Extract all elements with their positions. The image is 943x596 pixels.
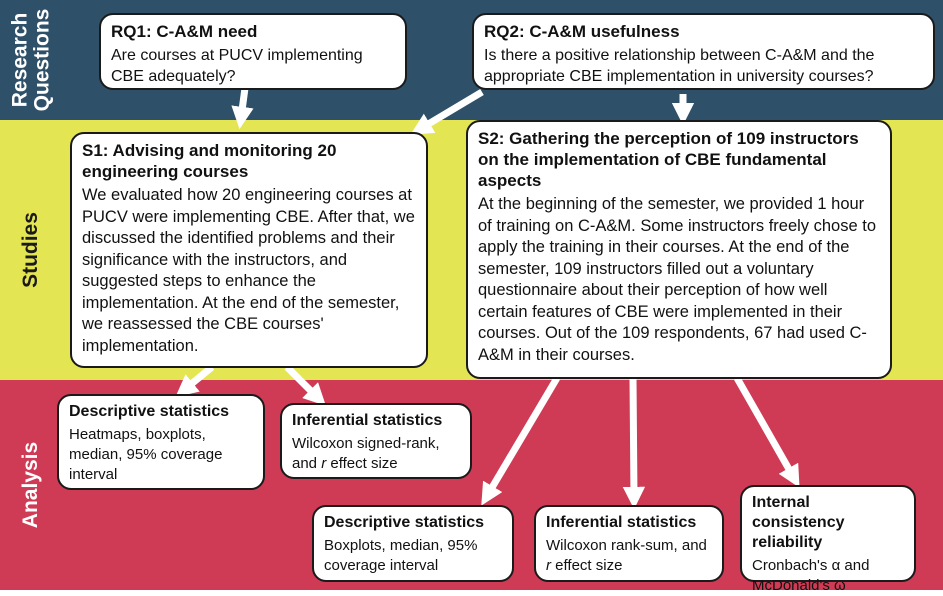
rq1-text: Are courses at PUCV implementing CBE ade… — [111, 47, 363, 85]
arrow-s1-to-a1 — [175, 364, 215, 398]
s2-title: S2: Gathering the perception of 109 inst… — [478, 129, 859, 190]
a3-text: Boxplots, median, 95% coverage interval — [324, 537, 478, 574]
a3-title: Descriptive statistics — [324, 514, 485, 531]
a4-title: Inferential statistics — [546, 514, 697, 531]
s1-text: We evaluated how 20 engineering courses … — [82, 186, 415, 355]
rq1-box: RQ1: C-A&M need Are courses at PUCV impl… — [99, 13, 407, 90]
s2-box: S2: Gathering the perception of 109 inst… — [466, 120, 892, 379]
a2-text: Wilcoxon signed-rank, and r effect size — [292, 434, 460, 474]
rq2-title: RQ2: C-A&M usefulness — [484, 22, 680, 41]
a4-inferential-statistics-box: Inferential statistics Wilcoxon rank-sum… — [534, 505, 724, 582]
arrow-s2-to-a3 — [481, 376, 561, 506]
a1-text: Heatmaps, boxplots, median, 95% coverage… — [69, 426, 223, 483]
arrow-rq1-to-s1 — [231, 87, 254, 130]
a5-text: Cronbach's α and McDonald's ω — [752, 557, 870, 594]
a5-title: Internal consistency reliability — [752, 494, 845, 551]
rq2-box: RQ2: C-A&M usefulness Is there a positiv… — [472, 13, 935, 90]
arrow-s1-to-a2 — [284, 364, 326, 406]
a3-descriptive-statistics-box: Descriptive statistics Boxplots, median,… — [312, 505, 514, 582]
rq1-title: RQ1: C-A&M need — [111, 22, 258, 41]
arrow-s2-to-a4 — [622, 377, 646, 510]
a1-title: Descriptive statistics — [69, 403, 230, 420]
a2-title: Inferential statistics — [292, 412, 443, 429]
s1-title: S1: Advising and monitoring 20 engineeri… — [82, 141, 337, 181]
s2-text: At the beginning of the semester, we pro… — [478, 195, 876, 364]
a2-text-post: effect size — [326, 455, 398, 472]
arrow-s2-to-a5 — [733, 376, 800, 488]
a4-text-post: effect size — [551, 557, 623, 574]
a2-inferential-statistics-box: Inferential statistics Wilcoxon signed-r… — [280, 403, 472, 479]
a2-text-pre: Wilcoxon signed-rank, and — [292, 435, 440, 472]
a4-text-r: r — [546, 557, 551, 574]
arrow-rq2-to-s1 — [410, 88, 484, 135]
a4-text: Wilcoxon rank-sum, and r effect size — [546, 536, 712, 576]
rq2-text: Is there a positive relationship between… — [484, 47, 875, 85]
a2-text-r: r — [321, 455, 327, 472]
s1-box: S1: Advising and monitoring 20 engineeri… — [70, 132, 428, 368]
a1-descriptive-statistics-box: Descriptive statistics Heatmaps, boxplot… — [57, 394, 265, 490]
a5-internal-consistency-box: Internal consistency reliability Cronbac… — [740, 485, 916, 594]
a4-text-pre: Wilcoxon rank-sum, and — [546, 537, 707, 554]
